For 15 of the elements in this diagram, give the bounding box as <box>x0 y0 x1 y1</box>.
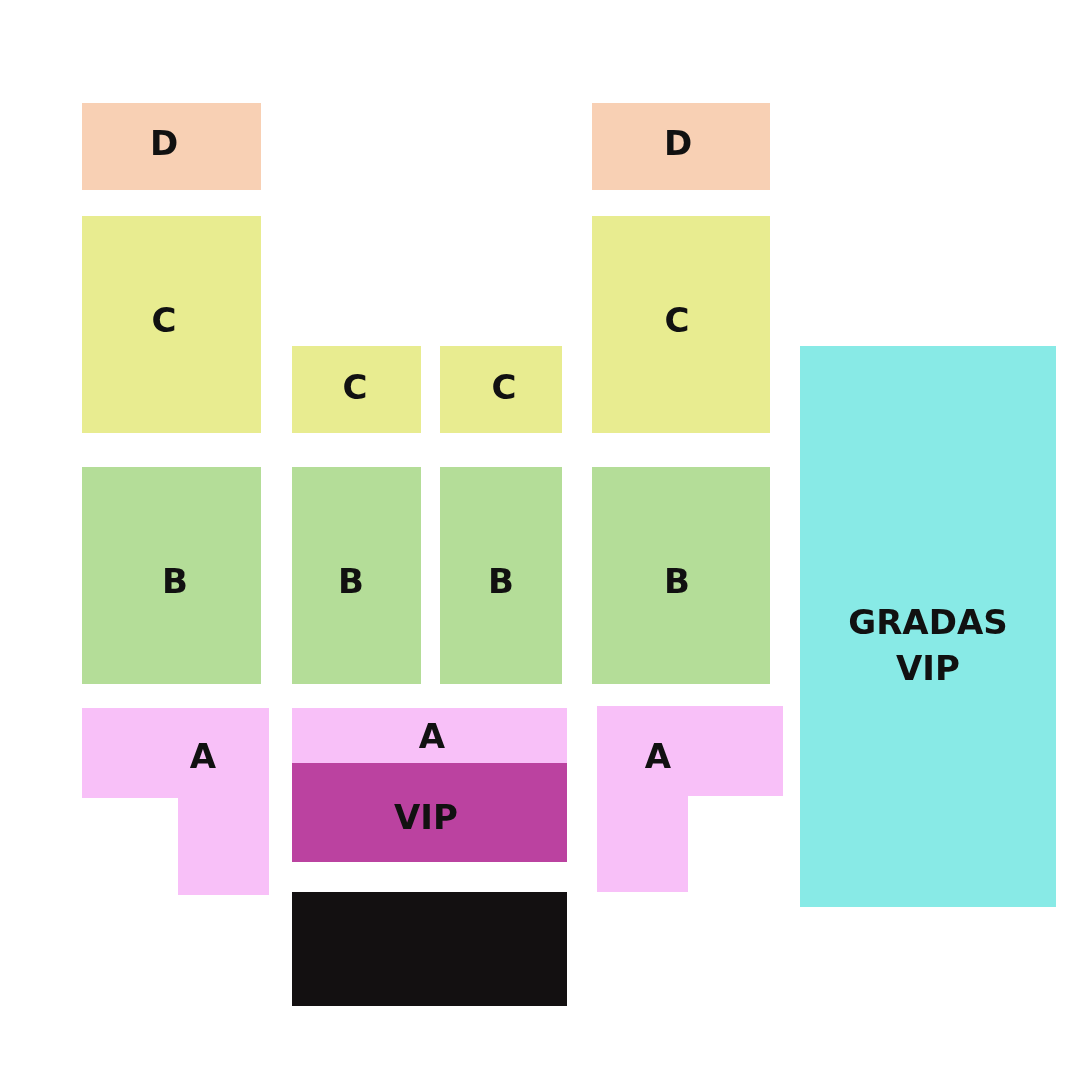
section-label: C <box>342 366 368 410</box>
section-label: B <box>488 560 514 604</box>
section-label: A <box>418 715 446 759</box>
section-label: A <box>189 735 217 779</box>
section-label: A <box>644 735 672 779</box>
section-label: C <box>664 299 690 343</box>
section-label: GRADAS VIP <box>847 601 1009 690</box>
section-label: VIP <box>394 796 458 840</box>
section-label: C <box>151 299 177 343</box>
section-label: B <box>664 560 690 604</box>
section-label: D <box>663 122 693 166</box>
section-label: B <box>338 560 364 604</box>
section-label: B <box>162 560 188 604</box>
section-label: C <box>491 366 517 410</box>
section-label: D <box>149 122 179 166</box>
